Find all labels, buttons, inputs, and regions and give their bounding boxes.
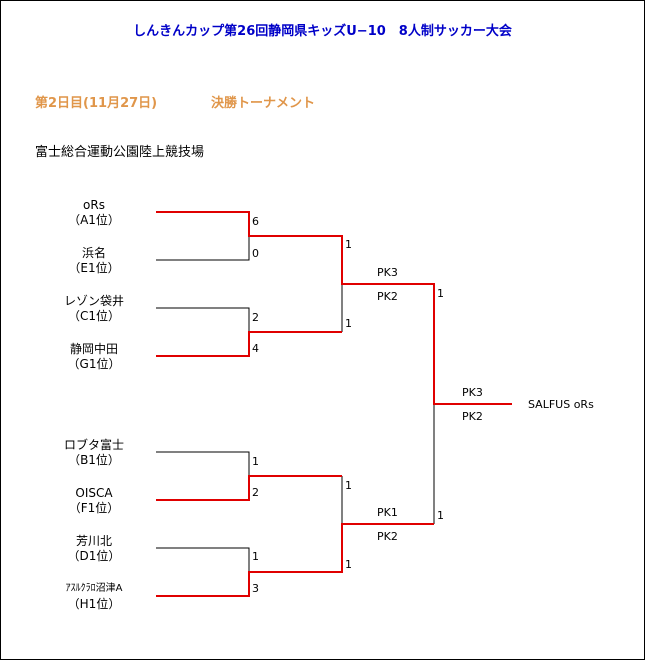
team-seed: （G1位） — [67, 357, 121, 371]
day-label: 第2日目(11月27日) — [35, 96, 158, 111]
team-name: 浜名 — [81, 246, 106, 260]
score: 0 — [252, 247, 259, 260]
pk-score: PK2 — [377, 530, 398, 543]
team-seed: （F1位） — [68, 501, 120, 515]
team-name: ロブタ富士 — [63, 438, 124, 452]
line-loser — [156, 307, 250, 332]
team-name: 芳川北 — [75, 534, 112, 548]
line-winner — [156, 211, 512, 405]
line-loser — [156, 451, 250, 476]
pk-score: PK3 — [462, 386, 483, 399]
team-name: 静岡中田 — [69, 342, 118, 356]
team-seed: （A1位） — [68, 213, 120, 227]
score: 1 — [345, 317, 352, 330]
line-winner — [156, 523, 434, 597]
pk-score: PK2 — [462, 410, 483, 423]
score: 1 — [252, 455, 259, 468]
champion-label: SALFUS oRs — [528, 398, 594, 411]
line-winner — [156, 331, 342, 357]
page-title: しんきんカップ第26回静岡県キッズU−10 8人制サッカー大会 — [133, 24, 512, 39]
score: 1 — [252, 550, 259, 563]
pk-score: PK3 — [377, 266, 398, 279]
line-winner — [156, 475, 342, 501]
score: 3 — [252, 582, 259, 595]
team-name: レゾン袋井 — [63, 294, 124, 308]
score: 1 — [345, 238, 352, 251]
score: 1 — [345, 479, 352, 492]
team-seed: （D1位） — [67, 549, 121, 563]
score: 2 — [252, 311, 259, 324]
team-name: OISCA — [75, 486, 113, 500]
score: 4 — [252, 342, 259, 355]
venue-label: 富士総合運動公園陸上競技場 — [35, 145, 205, 160]
score: 6 — [252, 215, 259, 228]
score: 2 — [252, 486, 259, 499]
team-seed: （C1位） — [67, 309, 120, 323]
stage-label: 決勝トーナメント — [211, 96, 316, 111]
score: 1 — [437, 509, 444, 522]
team-name: oRs — [83, 198, 105, 212]
team-seed: （B1位） — [68, 453, 120, 467]
pk-score: PK1 — [377, 506, 398, 519]
team-seed: （H1位） — [67, 597, 121, 611]
score: 1 — [345, 558, 352, 571]
pk-score: PK2 — [377, 290, 398, 303]
team-name: ｱｽﾙｸﾗﾛ沼津A — [65, 583, 123, 594]
score: 1 — [437, 287, 444, 300]
line-loser — [156, 236, 250, 261]
line-loser — [156, 547, 250, 572]
team-seed: （E1位） — [68, 261, 120, 275]
